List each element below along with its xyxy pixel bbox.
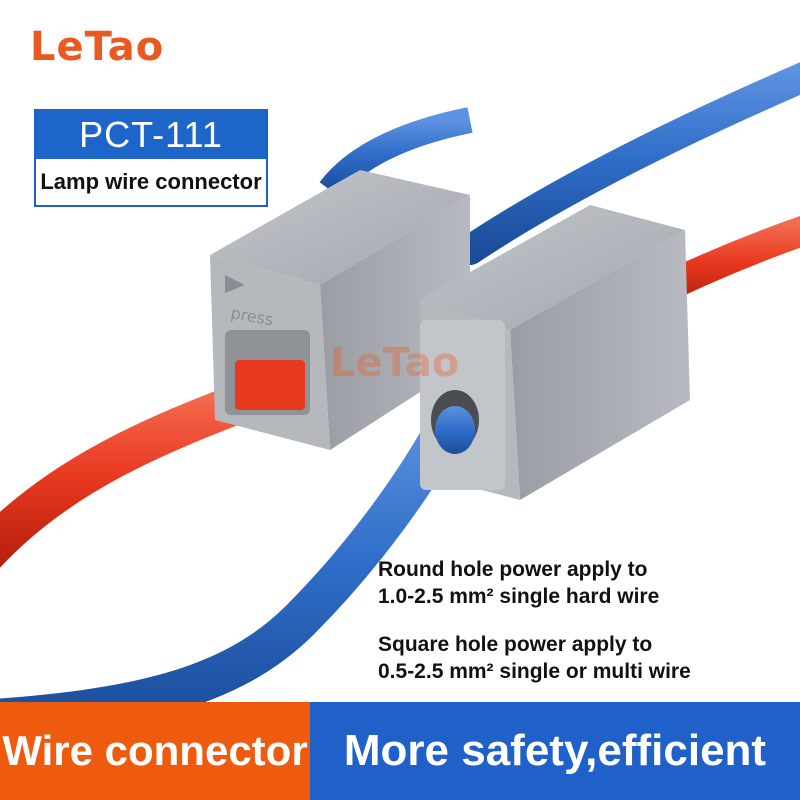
blue-wire-right [319, 107, 473, 199]
spec-square-hole: Square hole power apply to 0.5-2.5 mm² s… [378, 631, 691, 685]
watermark-logo: LeTao [330, 340, 460, 386]
spec-line-2: 1.0-2.5 mm² single hard wire [378, 585, 660, 608]
brand-logo: LeTao [30, 24, 165, 70]
banner-safety: More safety,efficient [310, 702, 800, 800]
blue-wire-back [455, 62, 800, 265]
spec-line-4: 0.5-2.5 mm² single or multi wire [378, 660, 691, 683]
left-connector: press [210, 170, 470, 450]
model-number: PCT-111 [36, 111, 266, 159]
model-badge: PCT-111 Lamp wire connector [34, 109, 268, 207]
banner-wire-connector: Wire connector [0, 702, 310, 800]
spec-line-3: Square hole power apply to [378, 633, 653, 656]
right-connector [420, 205, 690, 500]
spec-round-hole: Round hole power apply to 1.0-2.5 mm² si… [378, 556, 659, 610]
model-description: Lamp wire connector [40, 169, 262, 194]
spec-line-1: Round hole power apply to [378, 558, 648, 581]
